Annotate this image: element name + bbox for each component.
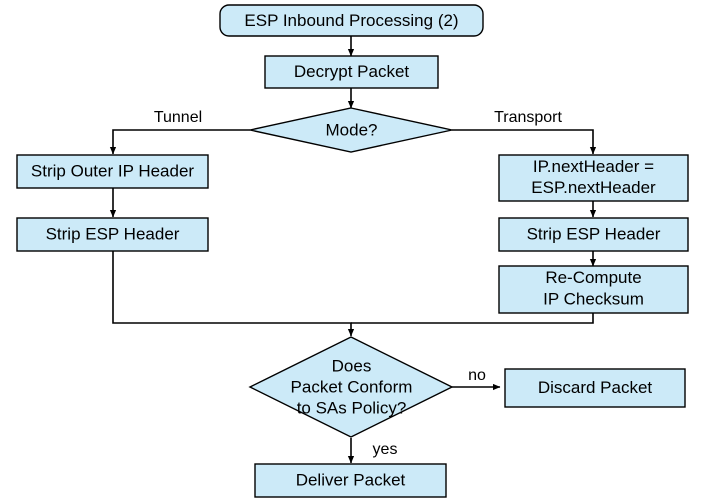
edge-label-transport: Transport bbox=[494, 109, 562, 126]
next-header-assign-line2: ESP.nextHeader bbox=[531, 178, 656, 197]
strip-esp-header-right-shape bbox=[498, 217, 689, 252]
strip-outer-ip-header-shape bbox=[16, 154, 209, 189]
mode-decision-shape bbox=[249, 107, 453, 153]
edge-recompute-to-conform bbox=[351, 312, 594, 324]
node-next-header-assign[interactable]: IP.nextHeader = ESP.nextHeader bbox=[498, 154, 689, 202]
discard-packet-label: Discard Packet bbox=[538, 378, 653, 397]
edge-mode-tunnel-to-strip-outer-ip bbox=[109, 129, 250, 155]
node-conform-decision[interactable]: Does Packet Conform to SAs Policy? bbox=[248, 336, 454, 438]
node-start[interactable]: ESP Inbound Processing (2) bbox=[219, 4, 484, 37]
node-strip-esp-header-left[interactable]: Strip ESP Header bbox=[16, 217, 209, 252]
conform-decision-shape bbox=[248, 336, 454, 438]
edge-label-tunnel: Tunnel bbox=[154, 109, 202, 126]
node-decrypt-packet[interactable]: Decrypt Packet bbox=[264, 55, 439, 89]
strip-esp-header-left-shape bbox=[16, 217, 209, 252]
conform-decision-line2: Packet Conform bbox=[291, 377, 413, 396]
node-discard-packet[interactable]: Discard Packet bbox=[504, 368, 686, 408]
conform-decision-line3: to SAs Policy? bbox=[297, 398, 407, 417]
recompute-ip-checksum-line1: Re-Compute bbox=[545, 268, 641, 287]
start-label: ESP Inbound Processing (2) bbox=[244, 11, 458, 30]
connectors bbox=[109, 36, 597, 464]
mode-decision-label: Mode? bbox=[326, 120, 378, 139]
edge-label-yes: yes bbox=[373, 441, 398, 458]
node-strip-esp-header-right[interactable]: Strip ESP Header bbox=[498, 217, 689, 252]
next-header-assign-shape bbox=[498, 154, 689, 202]
decrypt-packet-label: Decrypt Packet bbox=[294, 62, 410, 81]
deliver-packet-label: Deliver Packet bbox=[296, 470, 406, 489]
node-recompute-ip-checksum[interactable]: Re-Compute IP Checksum bbox=[498, 265, 689, 314]
recompute-ip-checksum-shape bbox=[498, 265, 689, 314]
strip-esp-header-left-label: Strip ESP Header bbox=[46, 224, 180, 243]
next-header-assign-line1: IP.nextHeader = bbox=[533, 157, 654, 176]
decrypt-packet-shape bbox=[264, 55, 439, 89]
edge-label-no: no bbox=[468, 367, 486, 384]
node-strip-outer-ip-header[interactable]: Strip Outer IP Header bbox=[16, 154, 209, 189]
conform-decision-line1: Does bbox=[332, 356, 372, 375]
start-shape bbox=[219, 4, 484, 37]
node-mode-decision[interactable]: Mode? bbox=[249, 107, 453, 153]
node-deliver-packet[interactable]: Deliver Packet bbox=[254, 463, 447, 498]
edge-strip-esp-left-to-conform bbox=[112, 251, 355, 337]
recompute-ip-checksum-line2: IP Checksum bbox=[543, 289, 644, 308]
deliver-packet-shape bbox=[254, 463, 447, 498]
edge-mode-transport-to-next-header bbox=[452, 129, 597, 155]
strip-outer-ip-header-label: Strip Outer IP Header bbox=[31, 161, 194, 180]
strip-esp-header-right-label: Strip ESP Header bbox=[527, 224, 661, 243]
discard-packet-shape bbox=[504, 368, 686, 408]
